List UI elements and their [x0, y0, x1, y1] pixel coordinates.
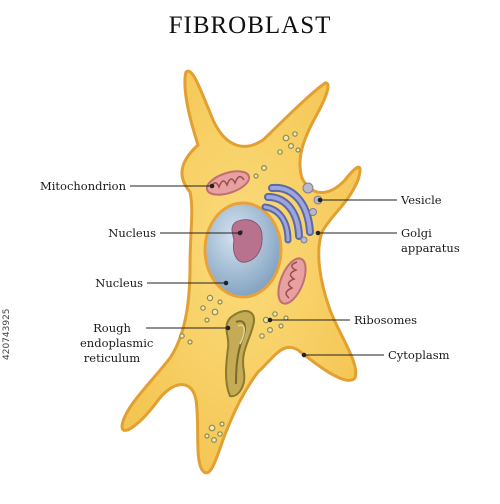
label-cytoplasm: Cytoplasm [388, 348, 450, 362]
label-rough-er-line3: reticulum [83, 351, 141, 365]
ribosome-granules [179, 131, 301, 444]
stock-id: 420743925 [2, 308, 12, 360]
label-vesicle: Vesicle [401, 193, 442, 207]
rough-endoplasmic-reticulum [225, 310, 256, 398]
label-golgi-line1: Golgi [401, 226, 432, 240]
nucleolus [231, 219, 263, 263]
golgi-apparatus [261, 183, 314, 244]
mitochondrion-lower [277, 257, 307, 305]
label-ribosomes: Ribosomes [354, 313, 418, 327]
diagram-title: FIBROBLAST [168, 12, 332, 39]
label-mitochondrion: Mitochondrion [39, 179, 126, 193]
leader-lines [130, 183, 397, 358]
label-nucleus-1: Nucleus [108, 226, 156, 240]
mitochondrion-upper [205, 170, 251, 196]
label-nucleus-2: Nucleus [95, 276, 143, 290]
label-golgi-line2: apparatus [401, 241, 460, 255]
label-rough-er-line1: Rough [93, 321, 131, 335]
label-rough-er-line2: endoplasmic [80, 336, 154, 350]
